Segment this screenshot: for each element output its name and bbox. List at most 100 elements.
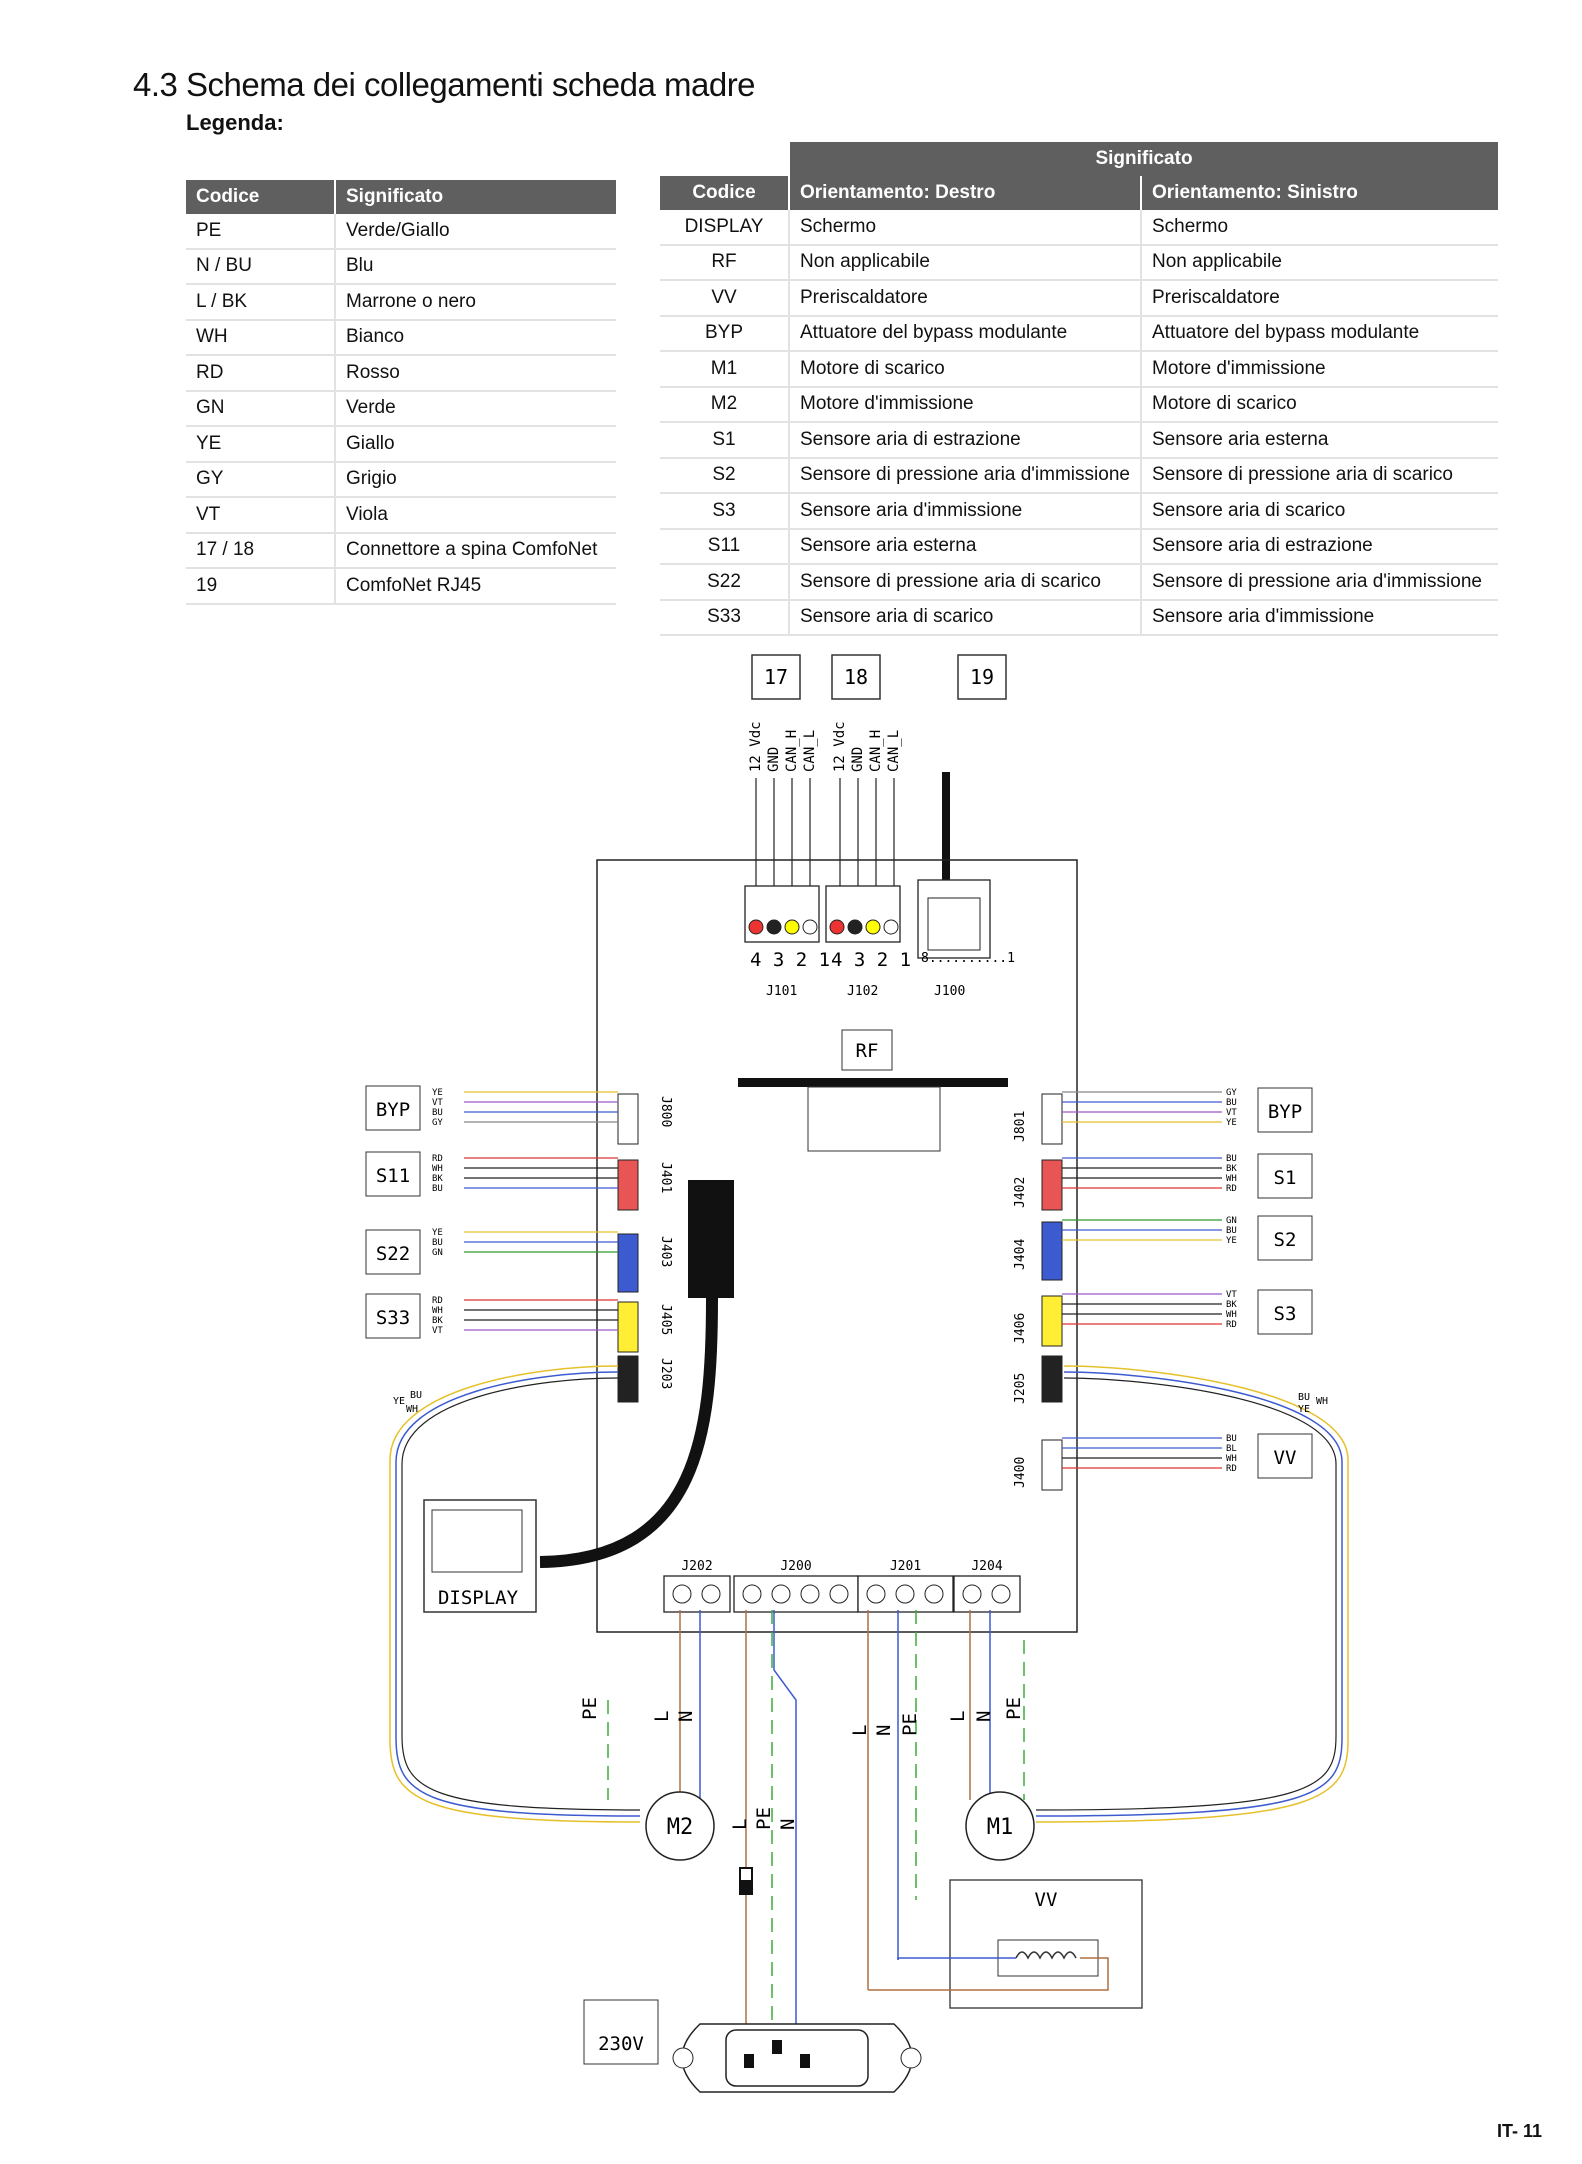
connector-label: J800 [658,1096,673,1127]
j205-wire-wh [1035,1377,1337,1811]
connector-label: J205 [1013,1373,1028,1404]
wire-label: BK [432,1316,443,1326]
vv-heater-label: VV [1035,1889,1058,1911]
left-group-4: J203 [617,1355,673,1403]
motor-m2-label: M2 [667,1815,694,1840]
wire-label: GN [432,1248,443,1258]
legend-label: Legenda: [186,110,284,135]
left-device-label: S11 [376,1165,410,1187]
n-label-vv: N [873,1725,895,1736]
cell-significato: Giallo [335,426,616,463]
j100-rj45-socket [917,879,991,959]
wire-label: GN [1226,1216,1237,1226]
cell-codice: GN [186,390,336,427]
cell-destro: Sensore aria di estrazione [789,422,1142,459]
vv-heater: VV [868,1879,1143,2009]
j203-wire-bu [395,1371,641,1817]
cell-codice: RF [660,244,790,281]
connector-label: J404 [1013,1239,1028,1270]
wire-label: RD [432,1296,443,1306]
cell-codice: BYP [660,315,790,352]
right-device-label: S1 [1274,1167,1297,1189]
cell-destro: Schermo [789,210,1142,246]
components-table-group-header: Significato [660,142,1498,176]
left-device-label: BYP [376,1099,410,1121]
pe-label-vv: PE [899,1713,921,1736]
pe-label-m1: PE [1003,1697,1025,1720]
side-device-groups: J800BYPYEVTBUGYJ401S11RDWHBKBUJ403S22YEB… [365,1085,1313,1491]
cell-significato: Marrone o nero [335,284,616,321]
colors-table-header: Codice Significato [186,180,616,214]
wire-label: YE [1226,1236,1237,1246]
pin-label: CAN_H [784,730,800,772]
right-device-label: S3 [1274,1303,1297,1325]
motor-m1: M1 [965,1791,1035,1861]
cell-sinistro: Sensore aria di scarico [1141,493,1498,530]
cell-destro: Sensore di pressione aria di scarico [789,564,1142,601]
cell-destro: Motore di scarico [789,351,1142,388]
wire-label: WH [432,1306,443,1316]
page-number: IT- 11 [1496,2121,1542,2141]
top-box-17-label: 17 [764,665,788,689]
l-label-power: L [729,1819,751,1830]
cell-codice: WH [186,319,336,356]
j205-wire-bu [1035,1371,1343,1817]
display-cable [539,1180,734,1568]
cell-sinistro: Schermo [1141,210,1498,246]
connector-label: J801 [1013,1111,1028,1142]
wire-label: VT [432,1098,443,1108]
connector-label: J203 [658,1358,673,1389]
cell-codice: VV [660,280,790,317]
pe-label-m2: PE [579,1697,601,1720]
connector-j100: J100 [934,984,965,999]
cell-significato: Verde/Giallo [335,214,616,250]
wire-label: BU [432,1238,443,1248]
connector-label: J405 [658,1304,673,1335]
bottom-connector-label: J200 [780,1559,811,1574]
pin-label: 12 Vdc [832,721,848,772]
cell-codice: N / BU [186,248,336,285]
cell-significato: Connettore a spina ComfoNet [335,532,616,569]
cell-codice: 17 / 18 [186,532,336,569]
j101-terminal [744,885,820,943]
cell-destro: Sensore aria d'immissione [789,493,1142,530]
j101-pin-numbers: 4 3 2 1 [750,949,830,971]
group-header-blank [660,142,790,176]
cell-codice: 19 [186,568,336,605]
n-label-m2: N [675,1711,697,1722]
rj45-pin-numbers: 8..........1 [921,951,1015,966]
bottom-connector-3: J204 [953,1559,1021,1613]
cell-destro: Preriscaldatore [789,280,1142,317]
pin-label: CAN_L [802,730,818,772]
wire-label: RD [1226,1464,1237,1474]
power-wiring [607,1610,1025,2050]
wire-label: BU [432,1184,443,1194]
header-significato: Significato [335,180,616,214]
cell-destro: Sensore aria esterna [789,528,1142,565]
motor-m2: M2 [645,1791,715,1861]
cell-sinistro: Sensore aria esterna [1141,422,1498,459]
bottom-connector-2: J201 [857,1559,954,1613]
j203-wire-label-bu: BU [410,1390,422,1401]
cell-destro: Attuatore del bypass modulante [789,315,1142,352]
cell-destro: Sensore aria di scarico [789,599,1142,636]
bottom-connector-0: J202 [663,1559,731,1613]
j203-wire-ye [389,1365,641,1823]
power-label: 230V [598,2033,644,2055]
right-group-4: J205 [1013,1355,1063,1404]
cell-codice: VT [186,497,336,534]
